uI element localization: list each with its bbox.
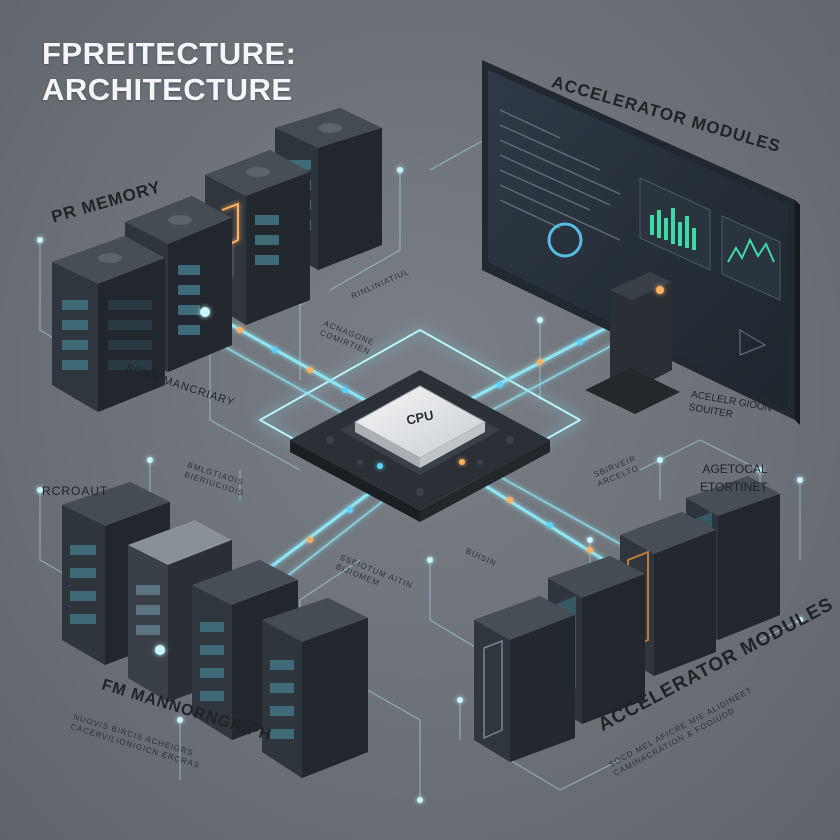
cpu-chip-icon bbox=[290, 370, 550, 522]
server-rack-icon bbox=[620, 512, 716, 676]
label-agetocal: AGETOCAL ETORTINET bbox=[700, 460, 768, 496]
server-cluster-accelerator bbox=[474, 476, 780, 762]
label-agetocal-line-2: ETORTINET bbox=[700, 480, 768, 494]
monitor-line-chart bbox=[727, 237, 775, 263]
monitor-gauge bbox=[547, 222, 583, 258]
server-cluster-monograph bbox=[62, 482, 368, 778]
server-rack-icon bbox=[52, 236, 165, 412]
label-rcroaut: RCROAUT bbox=[42, 484, 109, 498]
server-rack-icon bbox=[262, 598, 368, 778]
title-line-2: ARCHITECTURE bbox=[42, 72, 293, 107]
monitor-bar-chart bbox=[650, 208, 696, 250]
monitor-icon bbox=[482, 60, 800, 425]
label-agetocal-line-1: AGETOCAL bbox=[702, 462, 768, 476]
monitor-stand bbox=[585, 272, 680, 414]
server-rack-icon bbox=[474, 596, 575, 762]
title-line-1: FPREITECTURE: bbox=[42, 36, 297, 71]
diagram-title: FPREITECTURE: ARCHITECTURE bbox=[42, 36, 297, 108]
server-cluster-memory bbox=[52, 108, 382, 412]
